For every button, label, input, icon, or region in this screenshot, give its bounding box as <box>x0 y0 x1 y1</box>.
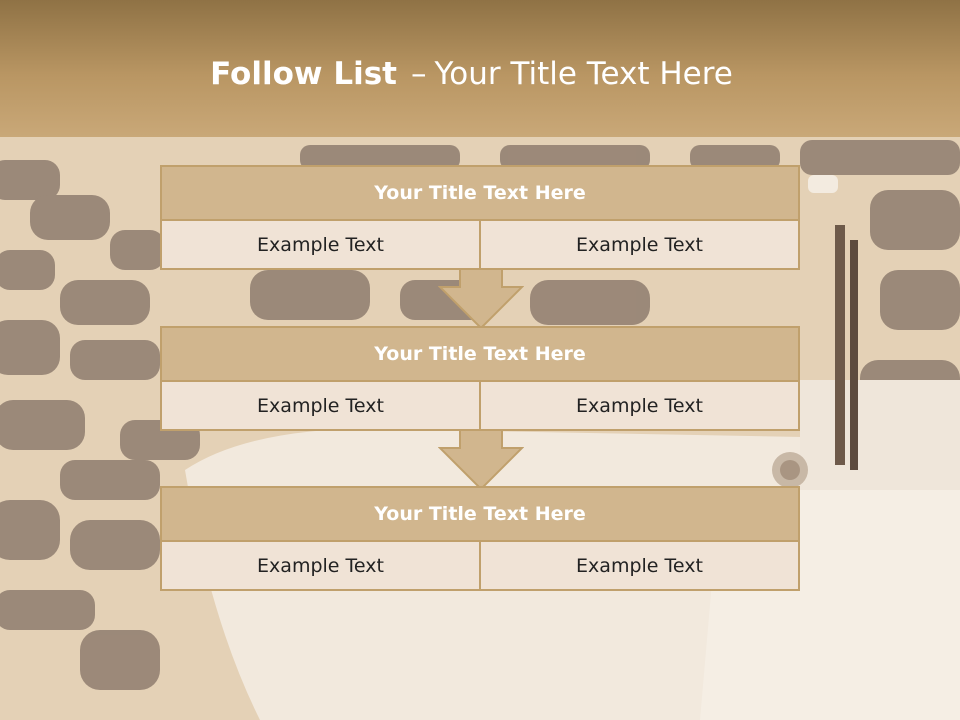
block-title: Your Title Text Here <box>160 165 800 221</box>
block-cell-right: Example Text <box>479 542 800 591</box>
slide-title: Follow List–Your Title Text Here <box>0 56 943 92</box>
block-cell-right: Example Text <box>479 221 800 270</box>
title-bold: Follow List <box>210 56 397 92</box>
down-arrow-icon <box>438 430 524 490</box>
block-cell-right: Example Text <box>479 382 800 431</box>
block-cell-left: Example Text <box>160 542 481 591</box>
title-rest: Your Title Text Here <box>434 56 733 92</box>
block-title: Your Title Text Here <box>160 326 800 382</box>
block-cell-left: Example Text <box>160 382 481 431</box>
flow-block-1: Your Title Text Here Example Text Exampl… <box>160 165 800 270</box>
header-band <box>0 0 960 137</box>
block-row: Example Text Example Text <box>160 382 800 431</box>
block-row: Example Text Example Text <box>160 221 800 270</box>
flow-block-3: Your Title Text Here Example Text Exampl… <box>160 486 800 591</box>
title-dash: – <box>410 56 427 92</box>
down-arrow-icon <box>438 269 524 329</box>
block-row: Example Text Example Text <box>160 542 800 591</box>
block-title: Your Title Text Here <box>160 486 800 542</box>
flow-block-2: Your Title Text Here Example Text Exampl… <box>160 326 800 431</box>
block-cell-left: Example Text <box>160 221 481 270</box>
